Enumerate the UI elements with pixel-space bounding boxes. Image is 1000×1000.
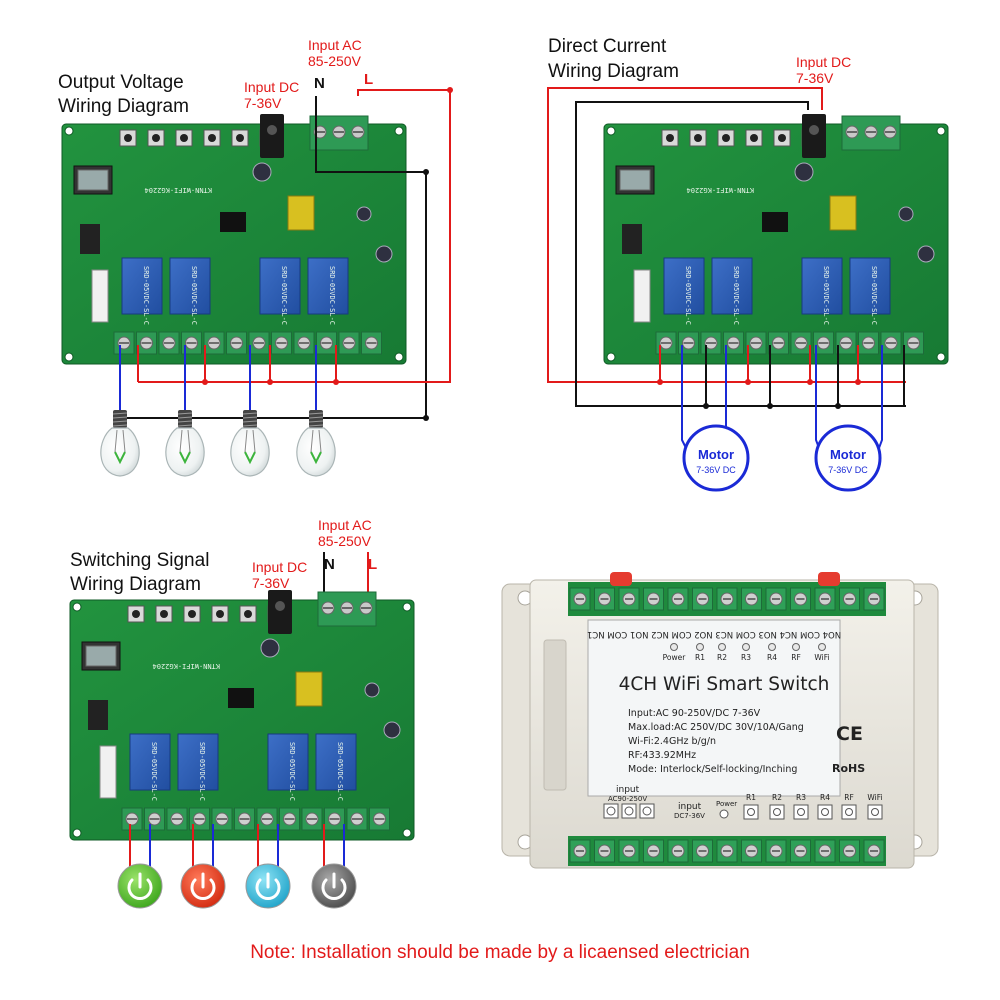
switching-title-line2: Wiring Diagram: [70, 574, 201, 595]
svg-text:SRD-05VDC-SL-C: SRD-05VDC-SL-C: [198, 742, 206, 801]
led-label: R2: [717, 653, 727, 662]
output-voltage-title-line1: Output Voltage: [58, 72, 184, 93]
switching-title-line1: Switching Signal: [70, 550, 209, 571]
ce-mark: CE: [836, 723, 863, 745]
power-indicator: [719, 809, 729, 819]
relay-button-rf[interactable]: [841, 804, 857, 820]
spec-line: RF:433.92MHz: [628, 750, 696, 761]
switching-neutral-label: N: [324, 556, 335, 573]
direct-current-title-line2: Wiring Diagram: [548, 61, 679, 82]
bulb-icon: [296, 410, 336, 477]
svg-text:SRD-05VDC-SL-C: SRD-05VDC-SL-C: [280, 266, 288, 325]
led-label: R1: [695, 653, 705, 662]
motor-icon: Motor 7-36V DC: [814, 424, 882, 492]
terminal-labels: NO4 COM NC4 NO3 COM NC3 NO2 COM NC2 NO1 …: [587, 629, 841, 639]
bottom-button-label: R4: [820, 793, 830, 802]
svg-text:SRD-05VDC-SL-C: SRD-05VDC-SL-C: [732, 266, 740, 325]
led-label: Power: [663, 653, 687, 662]
dc-input-label: input: [678, 802, 702, 812]
led-label: R3: [741, 653, 751, 662]
output-voltage-title-line2: Wiring Diagram: [58, 96, 189, 117]
motor-1-spec: 7-36V DC: [696, 465, 736, 475]
motor-icon: Motor 7-36V DC: [682, 424, 750, 492]
svg-text:SRD-05VDC-SL-C: SRD-05VDC-SL-C: [142, 266, 150, 325]
relay-button-r4[interactable]: [817, 804, 833, 820]
bottom-power-label: Power: [716, 800, 737, 808]
spec-line: Mode: Interlock/Self-locking/Inching: [628, 764, 797, 775]
direct-current-title-line1: Direct Current: [548, 36, 667, 57]
switching-ac-label-line2: 85-250V: [318, 533, 372, 549]
switching-signal-diagram: Switching Signal Wiring Diagram Input AC…: [69, 517, 415, 909]
led-label: WiFi: [814, 653, 829, 662]
motor-1-label: Motor: [698, 447, 734, 462]
switching-dc-label-line2: 7-36V: [252, 575, 290, 591]
svg-text:KTNN-WIFI-KG2204: KTNN-WIFI-KG2204: [153, 662, 220, 670]
svg-text:SRD-05VDC-SL-C: SRD-05VDC-SL-C: [684, 266, 692, 325]
svg-text:SRD-05VDC-SL-C: SRD-05VDC-SL-C: [190, 266, 198, 325]
switching-live-label: L: [368, 556, 377, 573]
rohs-mark-text: RoHS: [832, 762, 865, 775]
dc-input-label-line2: 7-36V: [796, 70, 834, 86]
bottom-button-label: R2: [772, 793, 782, 802]
spec-line: Wi-Fi:2.4GHz b/g/n: [628, 736, 716, 747]
output-voltage-diagram: Output Voltage Wiring Diagram Input AC 8…: [58, 37, 453, 477]
bottom-button-label: R1: [746, 793, 756, 802]
bulb-icon: [165, 410, 205, 477]
svg-text:SRD-05VDC-SL-C: SRD-05VDC-SL-C: [822, 266, 830, 325]
neutral-label: N: [314, 75, 325, 92]
product-title: 4CH WiFi Smart Switch: [619, 674, 830, 695]
installation-note: Note: Installation should be made by a l…: [250, 942, 750, 963]
svg-text:SRD-05VDC-SL-C: SRD-05VDC-SL-C: [288, 742, 296, 801]
svg-text:KTNN-WIFI-KG2204: KTNN-WIFI-KG2204: [687, 186, 754, 194]
dc-input-label-line1: Input DC: [796, 54, 851, 70]
power-switch-icon: [180, 863, 226, 909]
bottom-button-label: R3: [796, 793, 806, 802]
rohs-mark: RoHS: [832, 762, 865, 775]
bottom-button-label: RF: [844, 793, 854, 802]
led-label: RF: [791, 653, 801, 662]
switching-dc-label-line1: Input DC: [252, 559, 307, 575]
direct-current-diagram: Direct Current Wiring Diagram Input DC 7…: [547, 36, 949, 492]
live-label: L: [364, 71, 373, 88]
input-ac-label-line1: Input AC: [308, 37, 362, 53]
input-ac-label-line2: 85-250V: [308, 53, 362, 69]
led-label: R4: [767, 653, 777, 662]
relay-button-r1[interactable]: [743, 804, 759, 820]
power-switch-icon: [117, 863, 163, 909]
input-dc-label-line2: 7-36V: [244, 95, 282, 111]
power-switch-icon: [311, 863, 357, 909]
bulb-icon: [230, 410, 270, 477]
ce-mark-text: CE: [836, 723, 863, 745]
svg-text:SRD-05VDC-SL-C: SRD-05VDC-SL-C: [328, 266, 336, 325]
input-dc-label-line1: Input DC: [244, 79, 299, 95]
svg-text:SRD-05VDC-SL-C: SRD-05VDC-SL-C: [150, 742, 158, 801]
motor-2-label: Motor: [830, 447, 866, 462]
svg-text:SRD-05VDC-SL-C: SRD-05VDC-SL-C: [870, 266, 878, 325]
dc-range-label: DC7-36V: [674, 812, 705, 820]
relay-button-r2[interactable]: [769, 804, 785, 820]
svg-text:SRD-05VDC-SL-C: SRD-05VDC-SL-C: [336, 742, 344, 801]
relay-button-wifi[interactable]: [867, 804, 883, 820]
spec-line: Input:AC 90-250V/DC 7-36V: [628, 708, 761, 719]
bottom-button-label: WiFi: [867, 793, 882, 802]
relay-button-r3[interactable]: [793, 804, 809, 820]
power-switch-icon: [245, 863, 291, 909]
ac-input-label: input: [616, 785, 640, 795]
spec-line: Max.load:AC 250V/DC 30V/10A/Gang: [628, 722, 804, 733]
motor-2-spec: 7-36V DC: [828, 465, 868, 475]
switching-ac-label-line1: Input AC: [318, 517, 372, 533]
din-rail-enclosure: NO4 COM NC4 NO3 COM NC3 NO2 COM NC2 NO1 …: [501, 572, 939, 869]
ac-range-label: AC90-250V: [608, 795, 647, 803]
bulb-icon: [100, 410, 140, 477]
svg-text:KTNN-WIFI-KG2204: KTNN-WIFI-KG2204: [145, 186, 212, 194]
